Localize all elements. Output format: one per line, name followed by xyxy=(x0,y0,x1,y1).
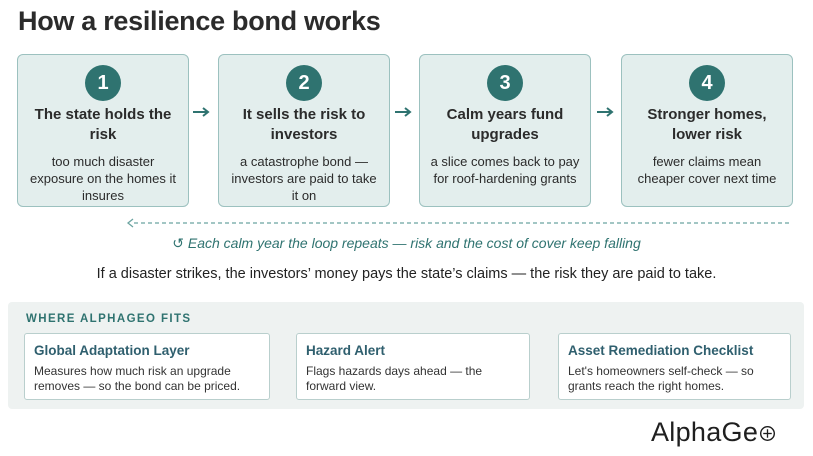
step-description: a catastrophe bond — investors are paid … xyxy=(231,154,377,203)
step-description: too much disaster exposure on the homes … xyxy=(30,154,176,203)
logo-wordmark: AlphaGe xyxy=(651,416,759,447)
step-heading: Stronger homes, lower risk xyxy=(647,106,767,143)
card-title: Global Adaptation Layer xyxy=(34,343,190,358)
right-arrow-icon xyxy=(597,107,614,117)
loop-back-arrow xyxy=(126,218,792,228)
step-heading: It sells the risk to investors xyxy=(242,106,366,143)
right-arrow-icon xyxy=(395,107,412,117)
loop-caption: ↺ Each calm year the loop repeats — risk… xyxy=(172,235,641,251)
step-heading: The state holds the risk xyxy=(34,106,172,143)
product-card-hazard-alert: Hazard Alert Flags hazards days ahead — … xyxy=(296,333,530,400)
step-number-badge: 4 xyxy=(689,65,725,101)
step-number-badge: 1 xyxy=(85,65,121,101)
card-title: Asset Remediation Checklist xyxy=(568,343,754,358)
card-description: Measures how much risk an upgrade remove… xyxy=(34,364,241,393)
step-description: fewer claims mean cheaper cover next tim… xyxy=(637,154,777,186)
step-description: a slice comes back to pay for roof-harde… xyxy=(430,154,580,186)
right-arrow-icon xyxy=(193,107,210,117)
product-card-global-adaptation-layer: Global Adaptation Layer Measures how muc… xyxy=(24,333,270,400)
step-number-badge: 2 xyxy=(286,65,322,101)
card-description: Flags hazards days ahead — the forward v… xyxy=(306,364,483,393)
step-heading: Calm years fund upgrades xyxy=(446,106,564,143)
card-title: Hazard Alert xyxy=(306,343,386,358)
step-card-3: 3 Calm years fund upgrades a slice comes… xyxy=(419,54,591,207)
disaster-note: If a disaster strikes, the investors’ mo… xyxy=(96,266,717,282)
section-label: WHERE ALPHAGEO FITS xyxy=(26,313,192,325)
step-card-4: 4 Stronger homes, lower risk fewer claim… xyxy=(621,54,793,207)
step-number-badge: 3 xyxy=(487,65,523,101)
alphageo-fits-panel: WHERE ALPHAGEO FITS Global Adaptation La… xyxy=(8,302,804,409)
alphageo-logo: AlphaGe xyxy=(651,416,776,448)
step-card-1: 1 The state holds the risk too much disa… xyxy=(17,54,189,207)
step-card-2: 2 It sells the risk to investors a catas… xyxy=(218,54,390,207)
card-description: Let's homeowners self-check — so grants … xyxy=(568,364,754,393)
product-card-asset-remediation-checklist: Asset Remediation Checklist Let's homeow… xyxy=(558,333,791,400)
globe-crosshair-icon xyxy=(760,425,776,442)
page-title: How a resilience bond works xyxy=(18,6,381,36)
